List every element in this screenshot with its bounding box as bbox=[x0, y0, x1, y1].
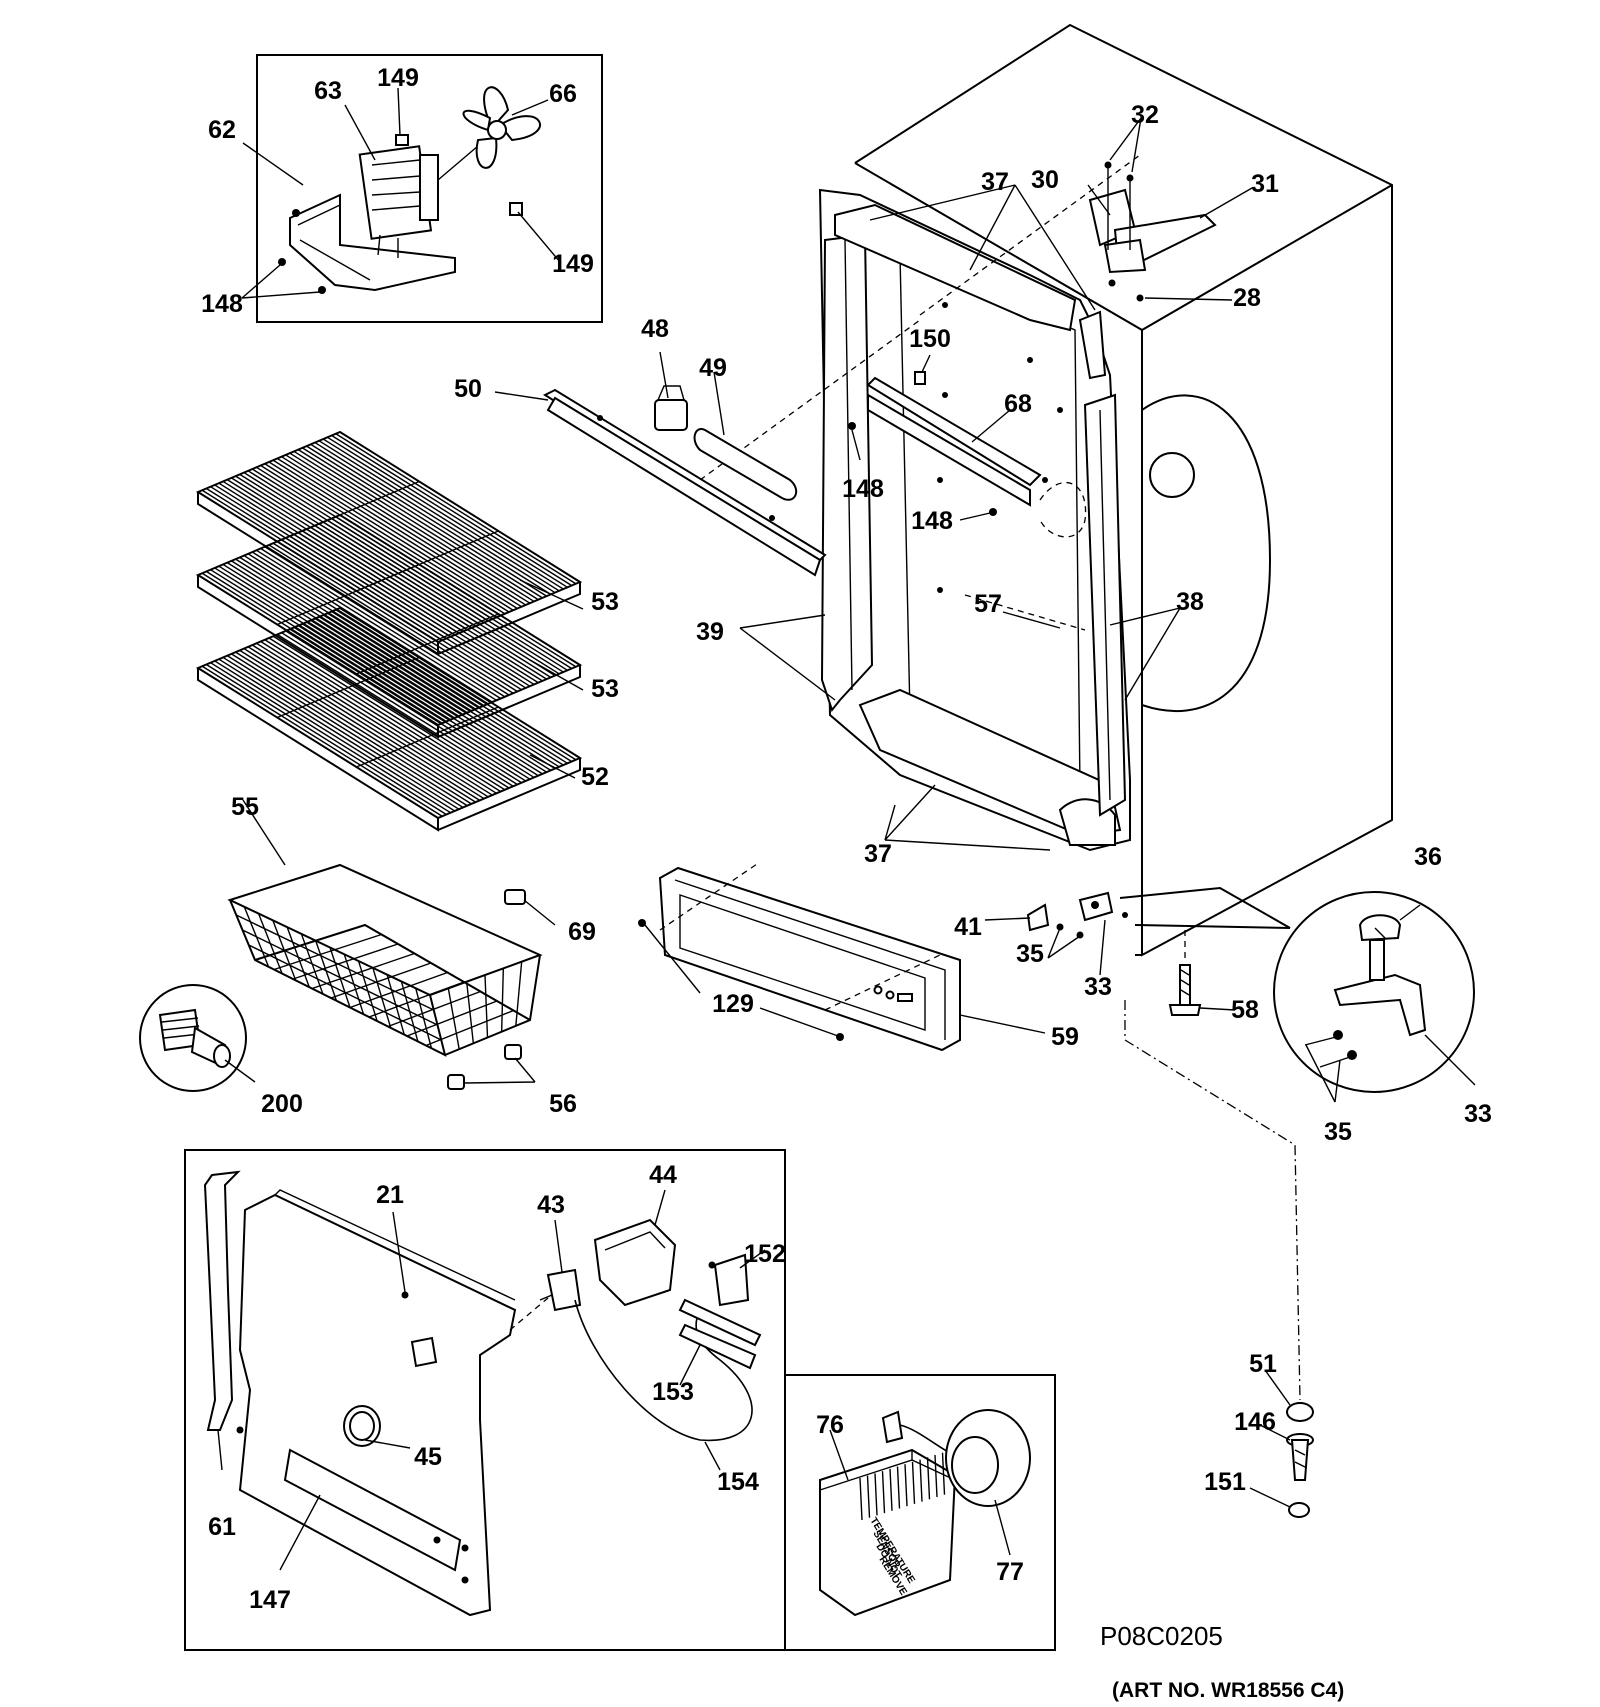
wire-shelf-3 bbox=[195, 606, 583, 832]
wire-basket bbox=[227, 799, 556, 1090]
part-label-200: 200 bbox=[261, 1090, 303, 1118]
part-label-41: 41 bbox=[954, 913, 982, 941]
leader-lines bbox=[519, 184, 1181, 851]
control-panel-inset bbox=[184, 1149, 786, 1651]
part-label-53: 53 bbox=[591, 675, 619, 703]
part-label-36: 36 bbox=[1414, 843, 1442, 871]
part-label-31: 31 bbox=[1251, 170, 1279, 198]
top-hinge-assembly bbox=[1087, 117, 1253, 302]
wire-shelves bbox=[195, 430, 583, 832]
shelf-support-and-light bbox=[494, 351, 1087, 577]
part-label-33: 33 bbox=[1464, 1100, 1492, 1128]
foot-assembly bbox=[1249, 1369, 1314, 1518]
part-label-59: 59 bbox=[1051, 1023, 1079, 1051]
part-label-37: 37 bbox=[981, 168, 1009, 196]
part-label-39: 39 bbox=[696, 618, 724, 646]
drain-fitting-inset bbox=[139, 984, 256, 1092]
part-label-48: 48 bbox=[641, 315, 669, 343]
part-label-154: 154 bbox=[717, 1468, 759, 1496]
part-label-68: 68 bbox=[1004, 390, 1032, 418]
part-label-45: 45 bbox=[414, 1443, 442, 1471]
part-label-49: 49 bbox=[699, 354, 727, 382]
bottom-hinge-assembly bbox=[984, 886, 1301, 1401]
part-label-77: 77 bbox=[996, 1558, 1024, 1586]
diagram-code: P08C0205 bbox=[1100, 1621, 1223, 1651]
fan-motor-inset bbox=[241, 54, 603, 323]
part-label-52: 52 bbox=[581, 763, 609, 791]
part-label-32: 32 bbox=[1131, 101, 1159, 129]
part-label-44: 44 bbox=[649, 1161, 677, 1189]
part-label-35: 35 bbox=[1324, 1118, 1352, 1146]
part-label-148: 148 bbox=[842, 475, 884, 503]
part-label-147: 147 bbox=[249, 1586, 291, 1614]
part-labels: 149 63 66 62 149 148 32 37 30 31 28 48 49 150 50 68 148 1… bbox=[201, 64, 1492, 1614]
part-label-58: 58 bbox=[1231, 996, 1259, 1024]
part-label-57: 57 bbox=[974, 590, 1002, 618]
part-label-33: 33 bbox=[1084, 973, 1112, 1001]
part-label-63: 63 bbox=[314, 77, 342, 105]
freezer-cabinet bbox=[699, 23, 1393, 957]
part-label-30: 30 bbox=[1031, 166, 1059, 194]
part-label-151: 151 bbox=[1204, 1468, 1246, 1496]
part-label-152: 152 bbox=[744, 1240, 786, 1268]
part-label-66: 66 bbox=[549, 80, 577, 108]
part-label-149: 149 bbox=[552, 250, 594, 278]
part-label-148: 148 bbox=[911, 507, 953, 535]
hinge-detail-inset bbox=[1273, 891, 1476, 1103]
part-label-37: 37 bbox=[864, 840, 892, 868]
part-label-35: 35 bbox=[1016, 940, 1044, 968]
part-label-43: 43 bbox=[537, 1191, 565, 1219]
part-label-50: 50 bbox=[454, 375, 482, 403]
wire-shelf-2 bbox=[195, 513, 583, 739]
part-label-38: 38 bbox=[1176, 588, 1204, 616]
part-label-150: 150 bbox=[909, 325, 951, 353]
part-label-61: 61 bbox=[208, 1513, 236, 1541]
part-label-62: 62 bbox=[208, 116, 236, 144]
part-label-149: 149 bbox=[377, 64, 419, 92]
part-label-76: 76 bbox=[816, 1411, 844, 1439]
part-label-153: 153 bbox=[652, 1378, 694, 1406]
toe-grille bbox=[638, 861, 1046, 1052]
part-label-53: 53 bbox=[591, 588, 619, 616]
part-label-146: 146 bbox=[1234, 1408, 1276, 1436]
art-number: (ART NO. WR18556 C4) bbox=[1112, 1679, 1344, 1702]
part-label-21: 21 bbox=[376, 1181, 404, 1209]
part-label-69: 69 bbox=[568, 918, 596, 946]
part-label-56: 56 bbox=[549, 1090, 577, 1118]
part-label-51: 51 bbox=[1249, 1350, 1277, 1378]
part-label-129: 129 bbox=[712, 990, 754, 1018]
part-label-148: 148 bbox=[201, 290, 243, 318]
part-label-55: 55 bbox=[231, 793, 259, 821]
part-label-28: 28 bbox=[1233, 284, 1261, 312]
